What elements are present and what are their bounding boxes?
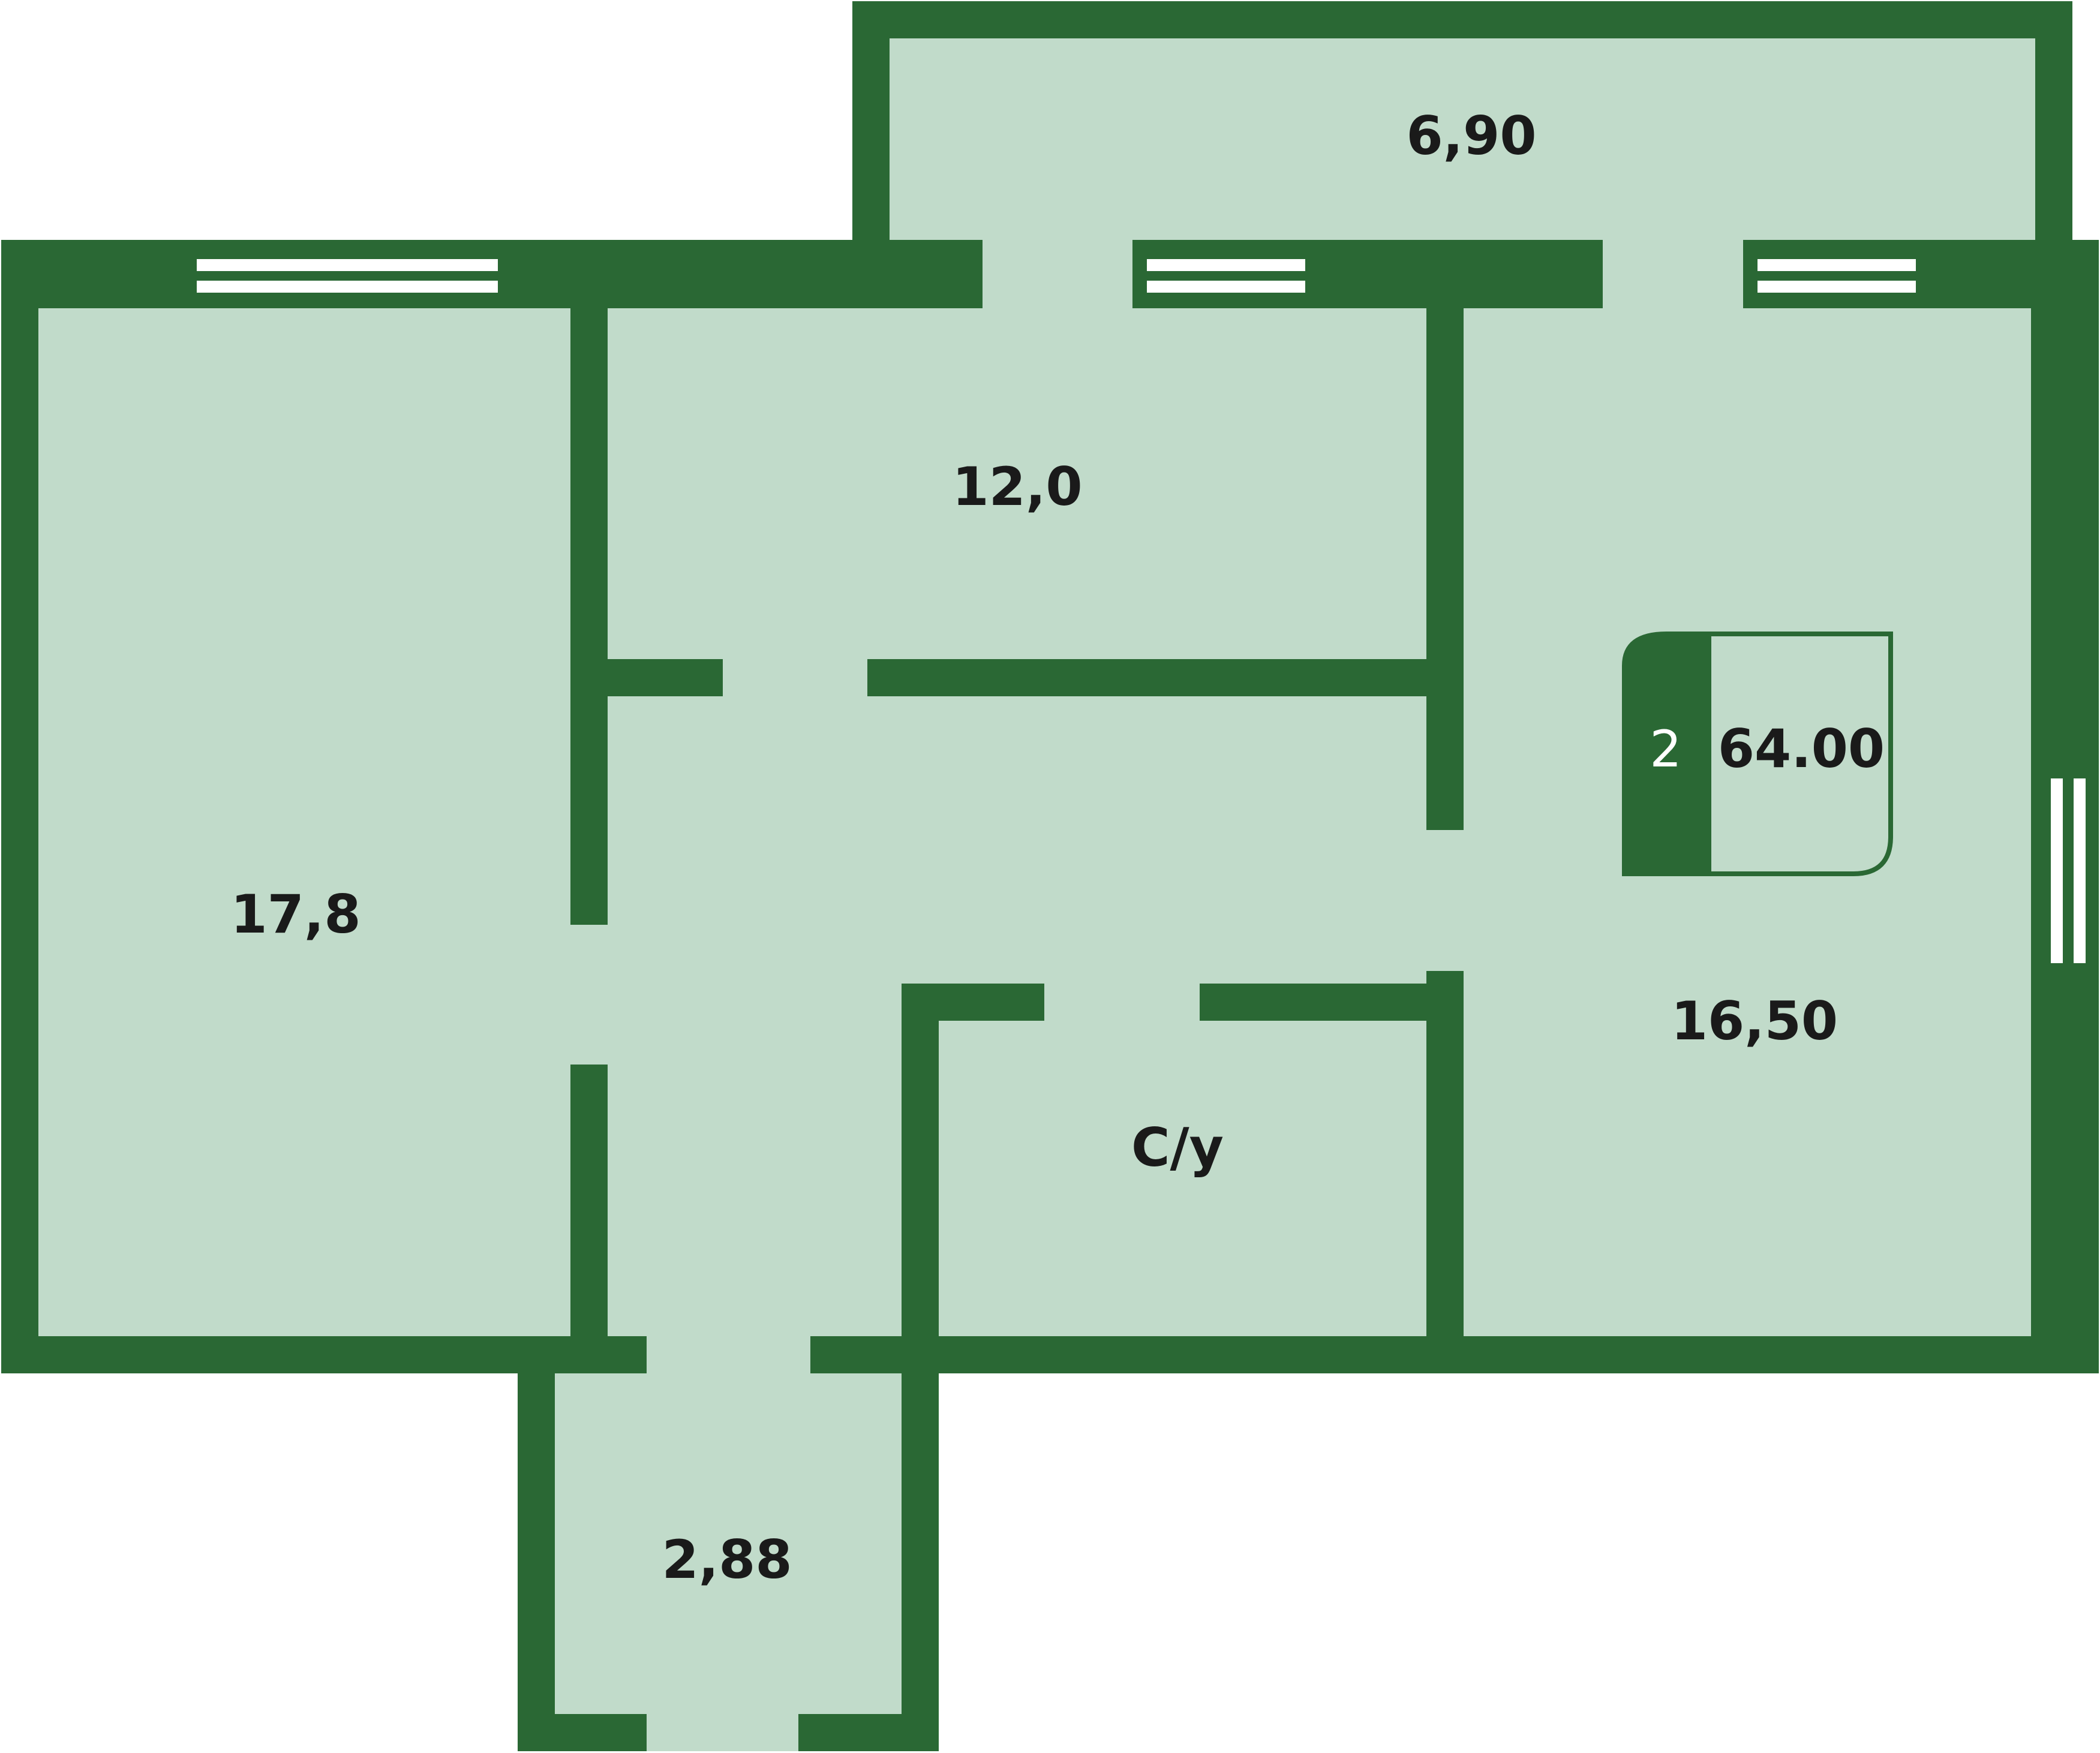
bathroom-label: С/у [1131, 1117, 1224, 1178]
bedroom-left-area-label: 17,8 [230, 883, 360, 945]
left-wall [1, 240, 38, 1373]
vestibule-area-label: 2,88 [662, 1529, 792, 1590]
bedroom-top-area-label: 12,0 [952, 456, 1082, 518]
balcony-floor [852, 1, 2071, 240]
badge-total-area: 64.00 [1718, 718, 1885, 780]
apartment-badge: 2 64.00 [1622, 632, 1893, 876]
room-labels: 6,90 12,0 17,8 16,50 С/у 2,88 [230, 105, 1838, 1590]
wall-bath-left [902, 984, 939, 1751]
wall-bedroom-bottom [867, 659, 1464, 696]
wall-left-room-upper [570, 308, 608, 925]
vestibule-floor [518, 1373, 938, 1751]
wall-corridor-stub [608, 659, 723, 696]
wall-living-left [1426, 971, 1464, 1373]
vestibule-wall-left [518, 1336, 555, 1751]
windows [197, 259, 2086, 963]
right-wall [2031, 240, 2099, 1373]
window-top-bedroom [1147, 259, 1305, 293]
window-living-top [1757, 259, 1916, 293]
wall-bath-top-right [1200, 984, 1426, 1021]
vestibule-wall-bottom-right [798, 1714, 938, 1751]
wall-bedroom-right [1426, 308, 1464, 830]
vestibule-wall-bottom-left [518, 1714, 647, 1751]
window-left-bedroom [197, 259, 498, 293]
top-wall-middle [1132, 240, 1603, 308]
living-room-area-label: 16,50 [1671, 990, 1838, 1052]
top-wall-left [1, 240, 983, 308]
balcony-wall-right [2035, 1, 2072, 241]
window-living-right [2051, 778, 2086, 963]
balcony-wall-top [852, 1, 2071, 38]
badge-room-count: 2 [1650, 720, 1681, 778]
wall-left-room-lower [570, 1065, 608, 1373]
balcony-area-label: 6,90 [1406, 105, 1536, 167]
badge-count-block [1624, 634, 1711, 874]
balcony-wall-left [852, 1, 890, 240]
